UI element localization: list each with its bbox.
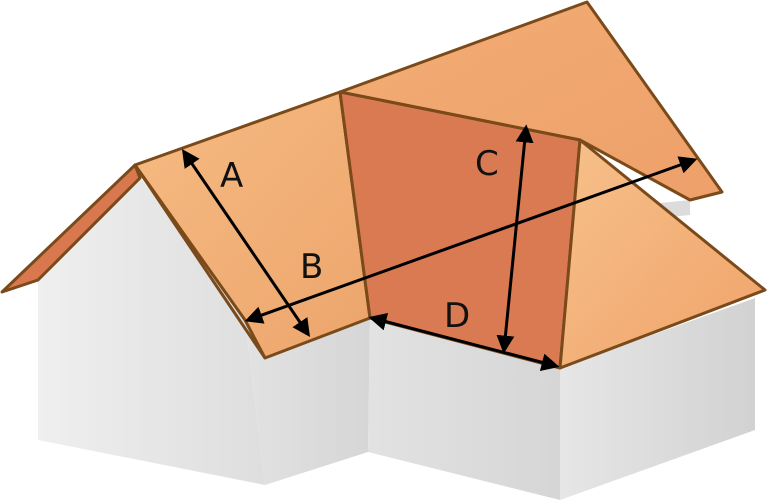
house-walls [38,170,755,500]
arrow-b [244,156,698,324]
label-d: D [444,296,470,336]
arrow-d [368,312,560,372]
left-gable-eave [0,163,142,294]
right-side-wall [560,298,755,500]
measurements [181,124,698,372]
measurement-labels: A B C D [220,144,499,336]
label-c: C [475,144,499,184]
left-front-wall [245,318,370,485]
left-gable-wall [38,170,265,485]
label-a: A [220,156,243,196]
label-b: B [300,247,323,287]
